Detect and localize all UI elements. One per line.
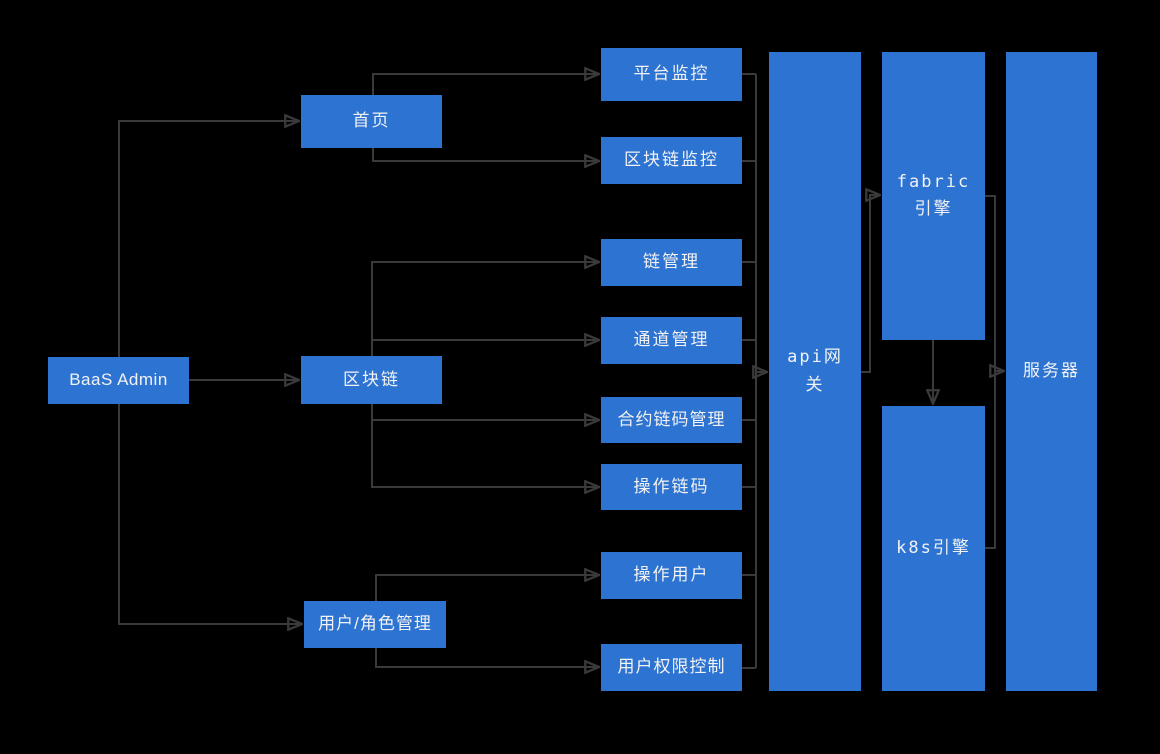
edge-blockchain-to-operate-chaincode	[371, 404, 599, 487]
edge-baas-admin-to-user-role	[118, 404, 302, 624]
node-fabric-engine-label: fabric引擎	[896, 171, 971, 219]
node-channel-management-label: 通道管理	[633, 330, 710, 350]
node-fabric-engine: fabric引擎	[882, 52, 985, 340]
node-server-label: 服务器	[1023, 361, 1080, 381]
node-user-permission-control: 用户权限控制	[601, 644, 742, 691]
node-blockchain-monitor-label: 区块链监控	[624, 150, 719, 170]
node-channel-management: 通道管理	[601, 317, 742, 364]
node-contract-chaincode-management-label: 合约链码管理	[617, 409, 726, 429]
node-operate-chaincode-label: 操作链码	[633, 476, 710, 496]
edge-home-to-platform-monitor	[372, 74, 599, 95]
node-operate-chaincode: 操作链码	[601, 464, 742, 510]
node-user-role-management: 用户/角色管理	[304, 601, 446, 648]
node-platform-monitor-label: 平台监控	[633, 64, 710, 84]
node-home: 首页	[301, 95, 442, 148]
edge-user-role-to-operate-user	[375, 575, 599, 601]
node-blockchain-label: 区块链	[343, 369, 400, 389]
node-server: 服务器	[1006, 52, 1097, 691]
node-user-role-management-label: 用户/角色管理	[318, 614, 432, 634]
node-chain-management: 链管理	[601, 239, 742, 286]
edge-blockchain-to-chain-mgmt	[371, 262, 599, 356]
node-platform-monitor: 平台监控	[601, 48, 742, 101]
node-baas-admin: BaaS Admin	[48, 357, 189, 404]
edge-home-to-blockchain-monitor	[372, 148, 599, 161]
node-api-gateway: api网关	[769, 52, 861, 691]
node-operate-user: 操作用户	[601, 552, 742, 599]
node-baas-admin-label: BaaS Admin	[69, 370, 168, 390]
engine-collector-line	[985, 195, 996, 549]
node-blockchain: 区块链	[301, 356, 442, 404]
node-operate-user-label: 操作用户	[633, 565, 710, 585]
edge-api-gateway-to-fabric-engine	[861, 195, 880, 373]
node-contract-chaincode-management: 合约链码管理	[601, 397, 742, 443]
edge-baas-admin-to-home	[118, 121, 299, 357]
node-api-gateway-label: api网关	[787, 347, 843, 395]
node-chain-management-label: 链管理	[643, 252, 700, 272]
edge-user-role-to-user-permission	[375, 648, 599, 667]
node-user-permission-control-label: 用户权限控制	[617, 657, 726, 677]
node-k8s-engine-label: k8s引擎	[896, 537, 971, 558]
node-k8s-engine: k8s引擎	[882, 406, 985, 691]
node-blockchain-monitor: 区块链监控	[601, 137, 742, 184]
node-home-label: 首页	[352, 111, 391, 131]
